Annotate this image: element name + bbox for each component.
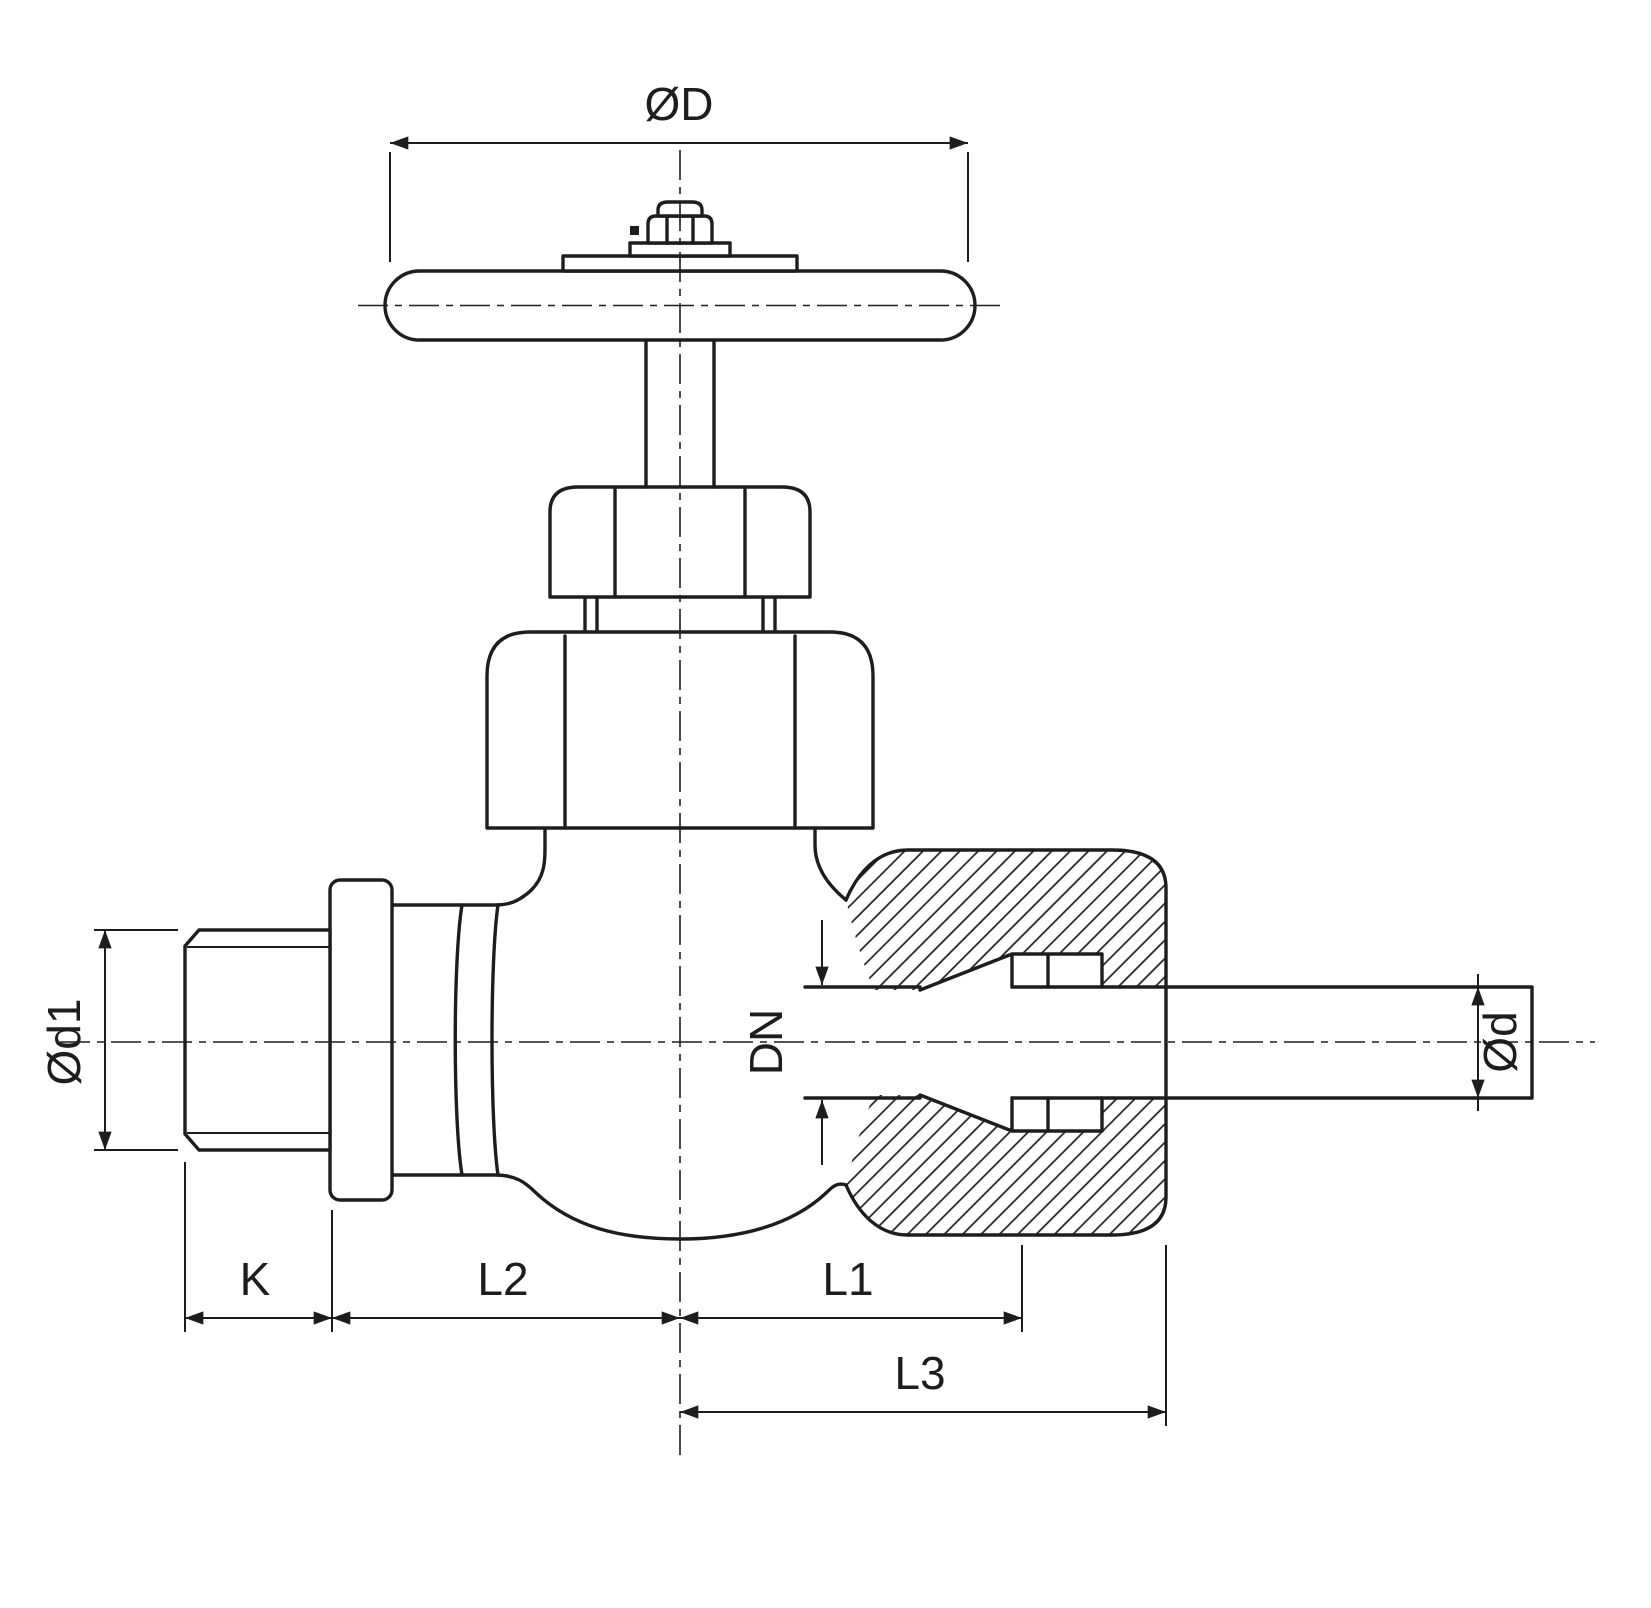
bonnet-hex-facet-lines	[563, 634, 797, 830]
bore-lines	[803, 985, 922, 1100]
dim-bottom: K L2 L1 L3	[184, 1162, 1167, 1426]
ferrule-cone	[918, 952, 1104, 1133]
dim-dn-label: DN	[740, 1009, 792, 1075]
set-screw-dot	[630, 226, 639, 235]
dim-l2-label: L2	[477, 1253, 528, 1305]
dim-od1: Ød1	[38, 929, 178, 1151]
dim-od: ØD	[389, 78, 969, 262]
gland-nut-facet-lines	[613, 488, 747, 599]
left-neck-wrench-flats	[453, 903, 500, 1177]
dim-l1-label: L1	[822, 1253, 873, 1305]
dim-od1-label: Ød1	[38, 999, 90, 1086]
dim-d-label: Ød	[1474, 1011, 1526, 1072]
outlet-nut-section-hatch-top	[846, 850, 1166, 990]
stem-nut-facet-lines	[665, 214, 695, 245]
male-thread	[183, 928, 332, 1152]
dim-d: Ød	[1471, 974, 1526, 1111]
male-thread-minor-lines	[187, 946, 330, 1134]
union-flange	[328, 878, 394, 1202]
dim-l3-label: L3	[894, 1347, 945, 1399]
dim-dn: DN	[740, 920, 829, 1165]
bonnet-neck-lines	[583, 595, 777, 634]
dim-k-label: K	[240, 1253, 271, 1305]
dim-od-label: ØD	[645, 78, 714, 130]
outlet-nut-section-hatch-bottom	[846, 1095, 1166, 1235]
outlet-nut-outline	[844, 848, 1168, 1237]
dim-bottom-extension-lines	[184, 1162, 1167, 1426]
stem	[644, 338, 716, 489]
dim-od1-extension-lines	[94, 929, 178, 1151]
dim-od-extension-lines	[389, 152, 969, 262]
